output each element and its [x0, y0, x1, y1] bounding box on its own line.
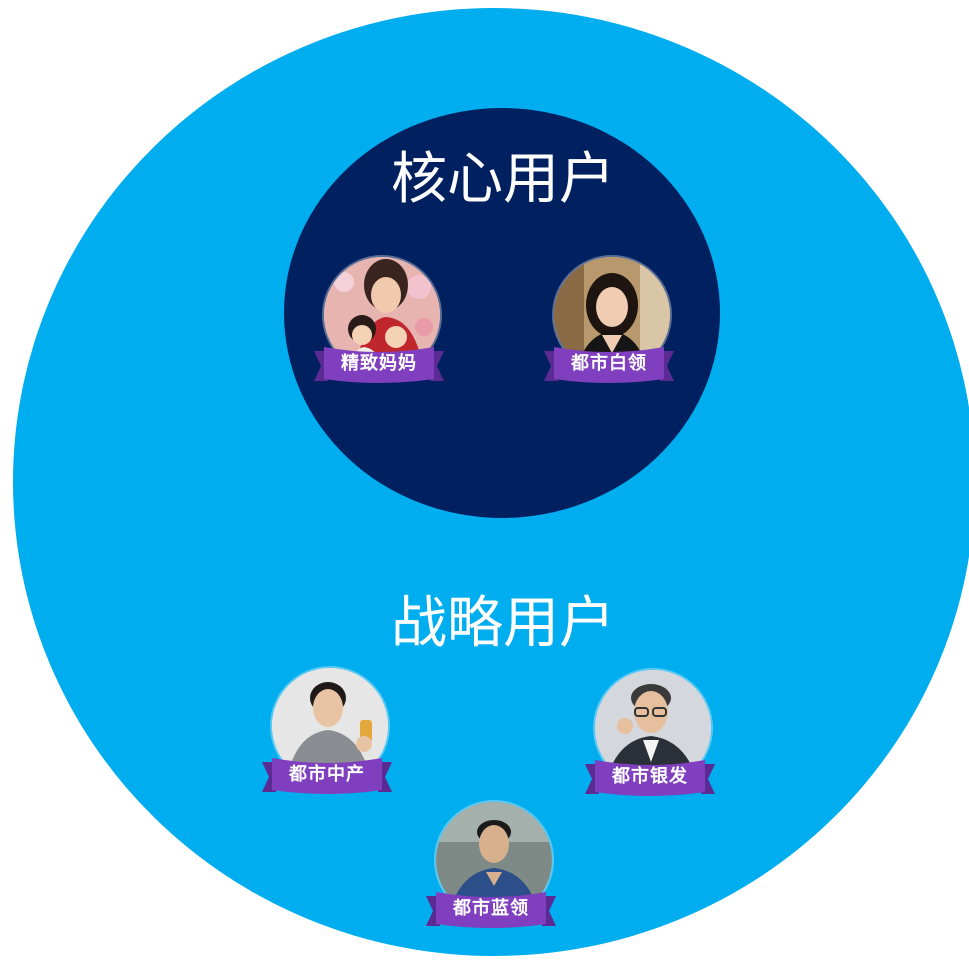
persona-urban-white-collar: 都市白领	[544, 257, 674, 387]
persona-ribbon: 都市白领	[544, 345, 674, 385]
persona-ribbon: 都市蓝领	[426, 890, 556, 930]
persona-label: 都市白领	[571, 353, 647, 374]
persona-urban-middle-class: 都市中产	[262, 668, 392, 798]
persona-urban-blue-collar: 都市蓝领	[426, 802, 556, 932]
persona-ribbon: 都市银发	[585, 758, 715, 798]
persona-label: 都市银发	[612, 766, 688, 787]
persona-label: 都市蓝领	[453, 898, 529, 919]
persona-label: 精致妈妈	[341, 353, 417, 374]
core-users-title: 核心用户	[391, 147, 615, 212]
strategic-users-title: 战略用户	[391, 591, 615, 656]
persona-ribbon: 精致妈妈	[314, 345, 444, 385]
persona-ribbon: 都市中产	[262, 756, 392, 796]
persona-urban-senior: 都市银发	[585, 670, 715, 800]
persona-label: 都市中产	[289, 764, 365, 785]
persona-refined-mom: 精致妈妈	[314, 257, 444, 387]
